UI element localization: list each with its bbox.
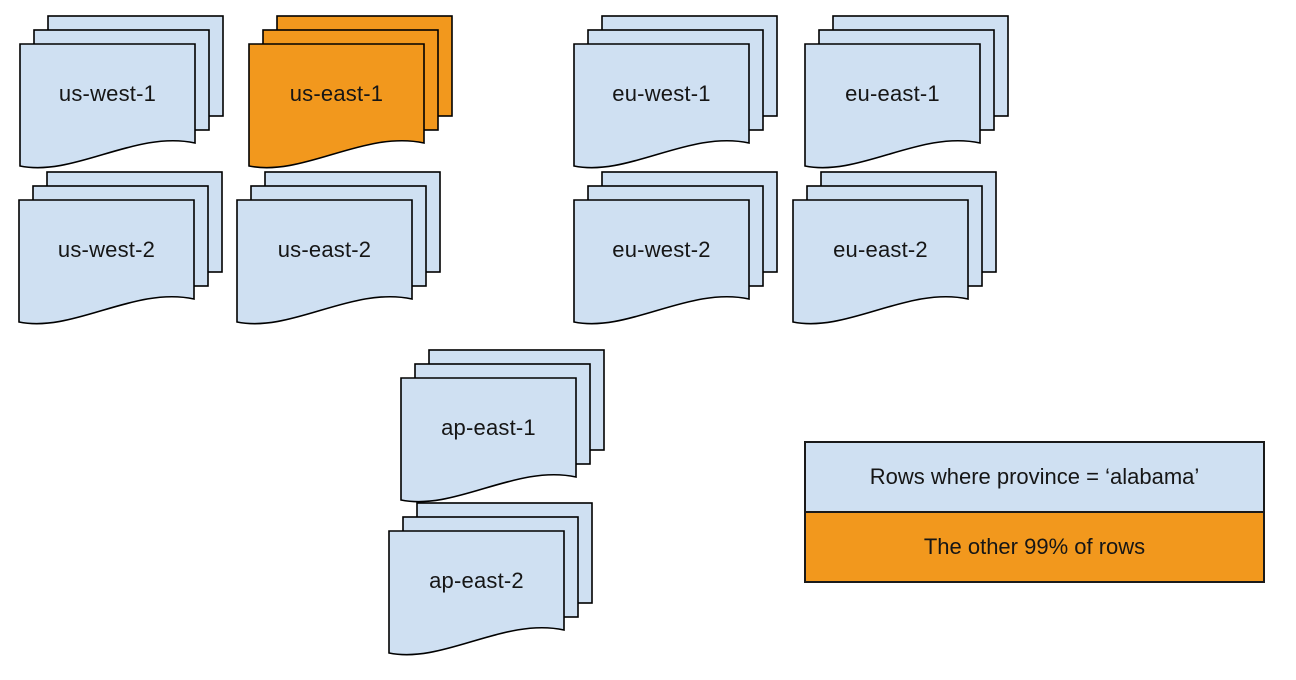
document-sheet-front bbox=[573, 199, 750, 325]
legend-item-other-rows: The other 99% of rows bbox=[806, 513, 1263, 581]
region-stack-us-west-2: us-west-2 bbox=[18, 171, 224, 325]
document-sheet-front bbox=[792, 199, 969, 325]
region-label: us-west-1 bbox=[58, 80, 157, 106]
region-label: us-east-1 bbox=[289, 80, 384, 106]
document-stack-icon bbox=[236, 171, 441, 325]
region-stack-eu-west-2: eu-west-2 bbox=[573, 171, 779, 325]
region-label: us-east-2 bbox=[277, 236, 372, 262]
region-stack-us-east-2: us-east-2 bbox=[236, 171, 442, 325]
legend: Rows where province = ‘alabama’ The othe… bbox=[804, 441, 1265, 583]
region-stack-eu-east-2: eu-east-2 bbox=[792, 171, 998, 325]
region-label: eu-west-2 bbox=[612, 236, 711, 262]
region-label: eu-east-2 bbox=[833, 236, 928, 262]
document-sheet-front bbox=[388, 530, 565, 656]
document-sheet-front bbox=[19, 43, 196, 169]
document-sheet-front bbox=[400, 377, 577, 503]
document-stack-icon bbox=[19, 15, 224, 169]
document-sheet-front bbox=[18, 199, 195, 325]
document-stack-icon bbox=[792, 171, 997, 325]
document-stack-icon bbox=[573, 15, 778, 169]
document-stack-icon bbox=[248, 15, 453, 169]
document-stack-icon bbox=[18, 171, 223, 325]
region-stack-us-east-1: us-east-1 bbox=[248, 15, 454, 169]
document-sheet-front bbox=[573, 43, 750, 169]
document-sheet-front bbox=[804, 43, 981, 169]
legend-item-label: The other 99% of rows bbox=[923, 534, 1146, 559]
document-stack-icon bbox=[573, 171, 778, 325]
legend-item-alabama-rows: Rows where province = ‘alabama’ bbox=[806, 443, 1263, 513]
document-sheet-front bbox=[236, 199, 413, 325]
region-label: eu-east-1 bbox=[845, 80, 940, 106]
region-stack-us-west-1: us-west-1 bbox=[19, 15, 225, 169]
region-label: us-west-2 bbox=[57, 236, 156, 262]
document-stack-icon bbox=[400, 349, 605, 503]
document-stack-icon bbox=[804, 15, 1009, 169]
region-stack-eu-west-1: eu-west-1 bbox=[573, 15, 779, 169]
region-stack-eu-east-1: eu-east-1 bbox=[804, 15, 1010, 169]
document-stack-icon bbox=[388, 502, 593, 656]
legend-item-label: Rows where province = ‘alabama’ bbox=[869, 464, 1200, 489]
region-stack-ap-east-2: ap-east-2 bbox=[388, 502, 594, 656]
region-label: ap-east-1 bbox=[441, 414, 536, 440]
region-label: eu-west-1 bbox=[612, 80, 711, 106]
document-sheet-front bbox=[248, 43, 425, 169]
region-stack-ap-east-1: ap-east-1 bbox=[400, 349, 606, 503]
region-label: ap-east-2 bbox=[429, 567, 524, 593]
